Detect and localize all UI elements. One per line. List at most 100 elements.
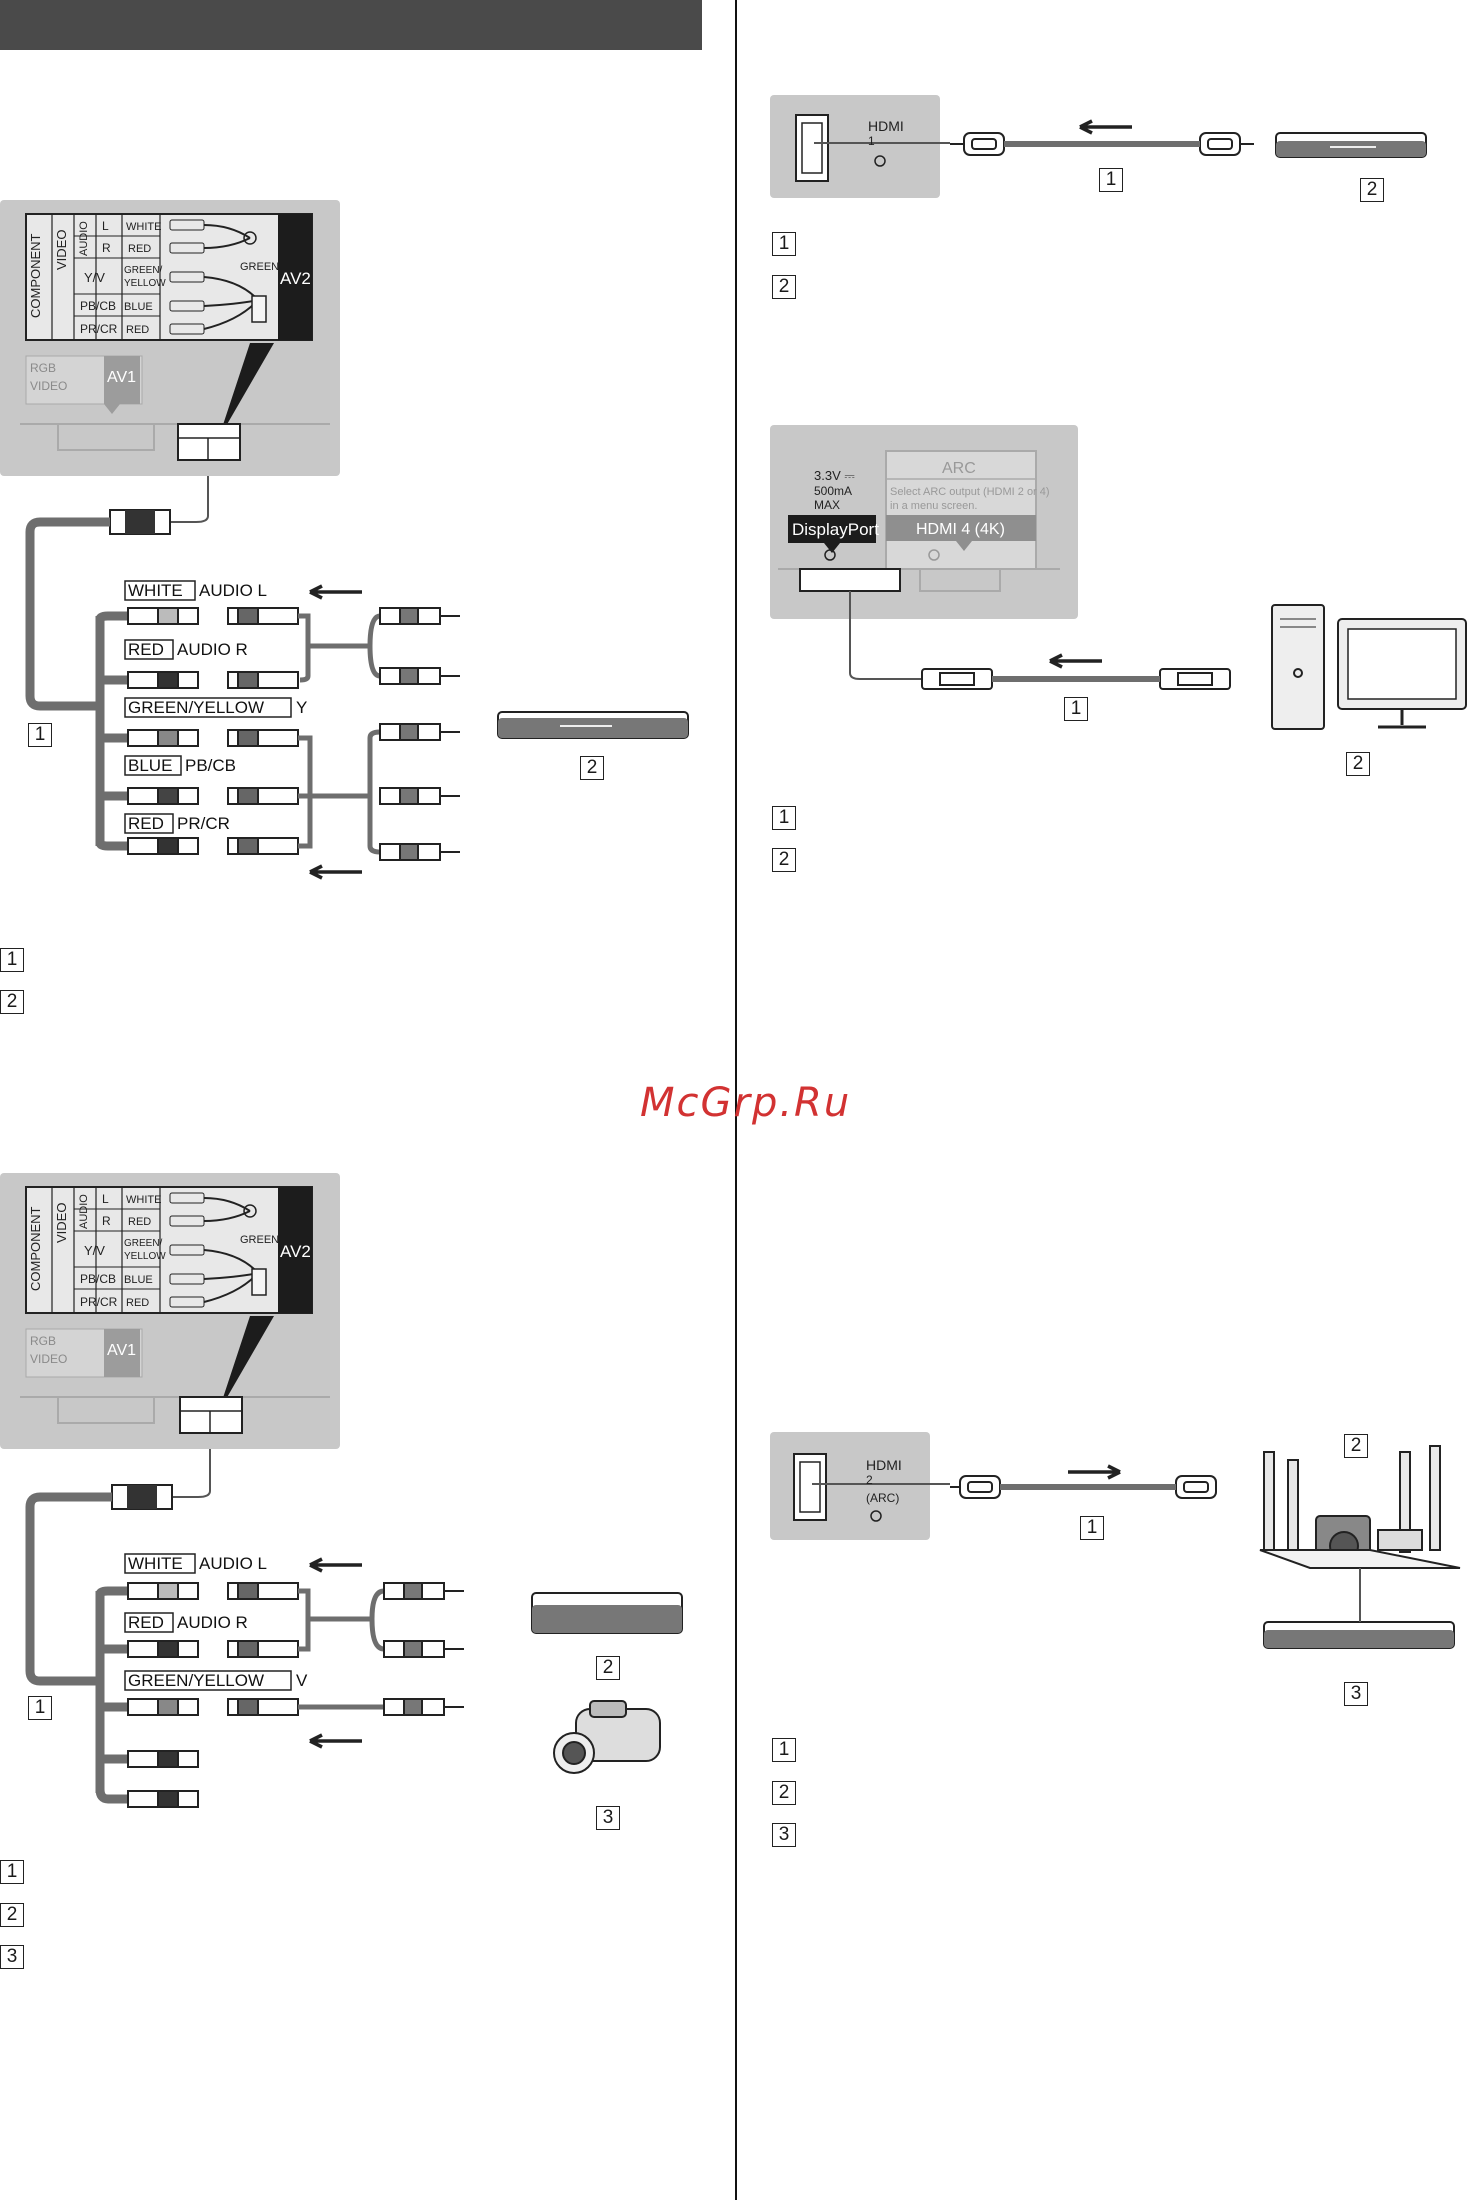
displayport-label: DisplayPort (792, 520, 879, 539)
legend-item-1: 1 (0, 948, 24, 972)
cable-label-red: RED (128, 1613, 164, 1632)
legend-item-1: 1 (0, 1860, 24, 1884)
cable-suffix-audio-l: AUDIO L (199, 581, 267, 600)
column-divider (735, 0, 737, 2200)
av2-label: AV2 (280, 1242, 311, 1261)
callout-1: 1 (1080, 1516, 1104, 1540)
cable-suffix-pr: PR/CR (177, 814, 230, 833)
callout-1: 1 (28, 723, 52, 747)
green-label: GREEN (240, 261, 279, 273)
legend-item-2: 2 (772, 1781, 796, 1805)
legend-item-2: 2 (0, 1903, 24, 1927)
section-header-bar (0, 0, 702, 50)
callout-3: 3 (596, 1806, 620, 1830)
video-label: VIDEO (54, 230, 69, 270)
hdmi1-port-number: 1 (868, 134, 875, 148)
pb-label: PB/CB (80, 1272, 116, 1286)
dp-spec-voltage: 3.3V ⎓ (814, 468, 855, 483)
cable-label-white: WHITE (128, 1554, 183, 1573)
dp-spec-current: 500mA (814, 484, 852, 498)
cable-suffix-y: Y (296, 698, 307, 717)
video-av1-label: VIDEO (30, 379, 67, 393)
cable-label-green-yellow: GREEN/YELLOW (128, 1671, 264, 1690)
hdmi1-connection-diagram: HDMI 1 (795, 114, 1427, 182)
dp-spec-max: MAX (814, 498, 840, 512)
pr-label: PR/CR (80, 1295, 118, 1309)
legend-item-2: 2 (772, 275, 796, 299)
audio-label: AUDIO (78, 1194, 90, 1229)
legend-item-1: 1 (772, 1738, 796, 1762)
computer-tower-icon (1271, 604, 1325, 730)
audio-l-label: L (102, 219, 109, 233)
white-label: WHITE (126, 1194, 161, 1206)
red-label: RED (128, 1216, 151, 1228)
hdmi2-port-label: HDMI (866, 1457, 902, 1473)
audio-l-label: L (102, 1192, 109, 1206)
av-terminal-drawing-1: COMPONENT VIDEO AUDIO L R WHITE RED Y/V … (20, 213, 330, 461)
component-label: COMPONENT (28, 1206, 43, 1291)
callout-2: 2 (1344, 1434, 1368, 1458)
legend-item-3: 3 (772, 1823, 796, 1847)
legend-item-2: 2 (0, 990, 24, 1014)
callout-2: 2 (580, 756, 604, 780)
pr-label: PR/CR (80, 322, 118, 336)
green-label: GREEN (240, 1234, 279, 1246)
av1-label: AV1 (107, 369, 136, 386)
legend-item-1: 1 (772, 232, 796, 256)
blue-label: BLUE (124, 1274, 153, 1286)
cable-suffix-audio-r: AUDIO R (177, 640, 248, 659)
component-cable-diagram: WHITE AUDIO L RED AUDIO R GREEN/YELLOW Y… (25, 476, 689, 880)
callout-1: 1 (28, 1696, 52, 1720)
av2-label: AV2 (280, 269, 311, 288)
legend-item-3: 3 (0, 1945, 24, 1969)
audio-label: AUDIO (78, 221, 90, 256)
cable-label-white: WHITE (128, 581, 183, 600)
video-av1-label: VIDEO (30, 1352, 67, 1366)
blue-label: BLUE (124, 301, 153, 313)
white-label: WHITE (126, 221, 161, 233)
watermark: McGrp.Ru (640, 1080, 852, 1126)
callout-3: 3 (1344, 1682, 1368, 1706)
cable-label-red-2: RED (128, 814, 164, 833)
red-label-2: RED (126, 324, 149, 336)
cable-suffix-audio-l: AUDIO L (199, 1554, 267, 1573)
cable-suffix-audio-r: AUDIO R (177, 1613, 248, 1632)
yv-label: Y/V (84, 270, 105, 285)
hdmi2-arc-connection-diagram: HDMI 2 (ARC) (793, 1445, 1461, 1649)
red-label-2: RED (126, 1297, 149, 1309)
callout-2: 2 (596, 1656, 620, 1680)
hdmi2-arc-label: (ARC) (866, 1491, 899, 1505)
callout-2: 2 (1360, 178, 1384, 202)
camcorder-icon (553, 1700, 661, 1774)
arc-note-1: Select ARC output (HDMI 2 or 4) (890, 486, 1050, 498)
rgb-label: RGB (30, 361, 56, 375)
legend-item-1: 1 (772, 806, 796, 830)
callout-1: 1 (1099, 168, 1123, 192)
rgb-label: RGB (30, 1334, 56, 1348)
legend-item-2: 2 (772, 848, 796, 872)
green-yellow-label-1: GREEN/ (124, 265, 163, 276)
callout-2: 2 (1346, 752, 1370, 776)
red-label: RED (128, 243, 151, 255)
displayport-connection-diagram: 3.3V ⎓ 500mA MAX DisplayPort ARC Select … (778, 450, 1467, 730)
cable-label-red: RED (128, 640, 164, 659)
callout-1: 1 (1064, 697, 1088, 721)
green-yellow-label-1: GREEN/ (124, 1238, 163, 1249)
cable-label-blue: BLUE (128, 756, 172, 775)
cable-suffix-v: V (296, 1671, 308, 1690)
pb-label: PB/CB (80, 299, 116, 313)
home-theater-speakers-icon (1259, 1445, 1461, 1569)
audio-r-label: R (102, 241, 111, 255)
hdmi2-port-number: 2 (866, 1473, 873, 1487)
cable-label-green-yellow: GREEN/YELLOW (128, 698, 264, 717)
hdmi4-label: HDMI 4 (4K) (916, 521, 1005, 538)
av1-label: AV1 (107, 1342, 136, 1359)
hdmi1-port-label: HDMI (868, 118, 904, 134)
video-label: VIDEO (54, 1203, 69, 1243)
arc-note-2: in a menu screen. (890, 500, 977, 512)
composite-cable-diagram: WHITE AUDIO L RED AUDIO R GREEN/YELLOW V (25, 1449, 683, 1808)
green-yellow-label-2: YELLOW (124, 1251, 166, 1262)
green-yellow-label-2: YELLOW (124, 278, 166, 289)
av-terminal-drawing-2: COMPONENT VIDEO AUDIO L R WHITE RED Y/V … (20, 1186, 330, 1434)
audio-r-label: R (102, 1214, 111, 1228)
